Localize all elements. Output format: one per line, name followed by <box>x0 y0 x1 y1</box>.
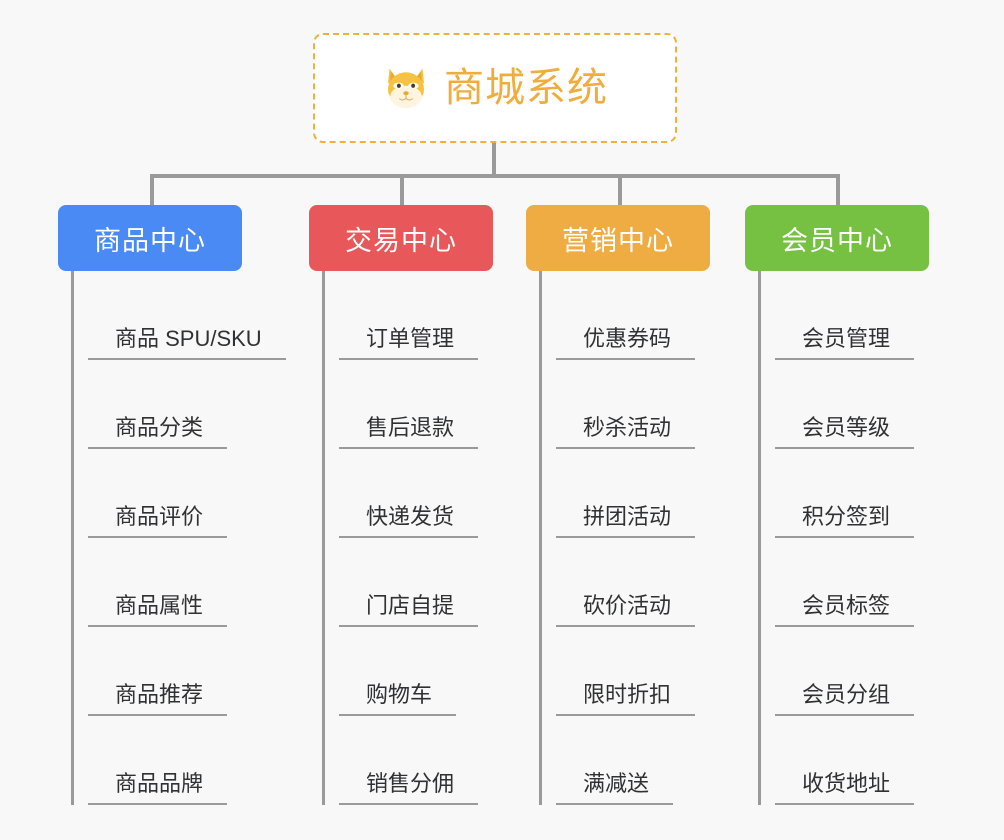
leaf-item[interactable]: 拼团活动 <box>556 449 736 538</box>
leaf-list-2: 订单管理 售后退款 快递发货 门店自提 购物车 销售分佣 <box>322 271 519 805</box>
shiba-dog-face-icon <box>388 68 424 109</box>
connector-drop-3 <box>618 174 622 208</box>
leaf-list-1: 商品 SPU/SKU 商品分类 商品评价 商品属性 商品推荐 商品品牌 <box>71 271 288 805</box>
connector-horizontal-bus <box>150 174 840 178</box>
leaf-item[interactable]: 购物车 <box>339 627 519 716</box>
leaf-label: 商品分类 <box>88 415 228 449</box>
leaf-label: 拼团活动 <box>556 504 696 538</box>
leaf-item[interactable]: 会员等级 <box>775 360 955 449</box>
leaf-item[interactable]: 商品 SPU/SKU <box>88 271 288 360</box>
leaf-label: 收货地址 <box>775 771 915 805</box>
leaf-item[interactable]: 会员管理 <box>775 271 955 360</box>
leaf-label: 会员等级 <box>775 415 915 449</box>
connector-drop-1 <box>150 174 154 208</box>
branch-header-2[interactable]: 交易中心 <box>309 205 493 271</box>
leaf-item[interactable]: 售后退款 <box>339 360 519 449</box>
leaf-item[interactable]: 收货地址 <box>775 716 955 805</box>
root-node[interactable]: 商城系统 <box>313 33 677 143</box>
leaf-label: 积分签到 <box>775 504 915 538</box>
leaf-label: 商品推荐 <box>88 682 228 716</box>
leaf-item[interactable]: 秒杀活动 <box>556 360 736 449</box>
leaf-item[interactable]: 满减送 <box>556 716 736 805</box>
leaf-item[interactable]: 销售分佣 <box>339 716 519 805</box>
branch-column-4: 会员中心 会员管理 会员等级 积分签到 会员标签 会员分组 收货地址 <box>745 205 955 805</box>
leaf-label: 秒杀活动 <box>556 415 696 449</box>
leaf-label: 销售分佣 <box>339 771 479 805</box>
branch-header-1[interactable]: 商品中心 <box>58 205 242 271</box>
branch-column-3: 营销中心 优惠券码 秒杀活动 拼团活动 砍价活动 限时折扣 满减送 <box>526 205 736 805</box>
leaf-item[interactable]: 积分签到 <box>775 449 955 538</box>
leaf-item[interactable]: 商品推荐 <box>88 627 288 716</box>
root-title: 商城系统 <box>444 66 608 110</box>
leaf-label: 商品 SPU/SKU <box>88 326 286 360</box>
leaf-item[interactable]: 商品属性 <box>88 538 288 627</box>
branch-column-1: 商品中心 商品 SPU/SKU 商品分类 商品评价 商品属性 商品推荐 商品品牌 <box>58 205 288 805</box>
leaf-item[interactable]: 门店自提 <box>339 538 519 627</box>
connector-root-stem <box>492 143 496 177</box>
branch-column-2: 交易中心 订单管理 售后退款 快递发货 门店自提 购物车 销售分佣 <box>309 205 519 805</box>
branch-header-4[interactable]: 会员中心 <box>745 205 929 271</box>
leaf-item[interactable]: 砍价活动 <box>556 538 736 627</box>
leaf-item[interactable]: 优惠券码 <box>556 271 736 360</box>
branch-header-label: 商品中心 <box>94 225 206 256</box>
connector-drop-2 <box>400 174 404 208</box>
leaf-item[interactable]: 商品分类 <box>88 360 288 449</box>
leaf-label: 售后退款 <box>339 415 479 449</box>
leaf-label: 商品属性 <box>88 593 228 627</box>
leaf-item[interactable]: 商品品牌 <box>88 716 288 805</box>
leaf-label: 会员管理 <box>775 326 915 360</box>
leaf-label: 会员标签 <box>775 593 915 627</box>
leaf-item[interactable]: 限时折扣 <box>556 627 736 716</box>
leaf-item[interactable]: 订单管理 <box>339 271 519 360</box>
leaf-list-3: 优惠券码 秒杀活动 拼团活动 砍价活动 限时折扣 满减送 <box>539 271 736 805</box>
leaf-label: 订单管理 <box>339 326 479 360</box>
connector-drop-4 <box>836 174 840 208</box>
branch-header-label: 交易中心 <box>345 225 457 256</box>
leaf-label: 会员分组 <box>775 682 915 716</box>
leaf-label: 快递发货 <box>339 504 479 538</box>
leaf-label: 商品评价 <box>88 504 228 538</box>
branch-header-3[interactable]: 营销中心 <box>526 205 710 271</box>
leaf-label: 购物车 <box>339 682 457 716</box>
leaf-label: 门店自提 <box>339 593 479 627</box>
leaf-item[interactable]: 商品评价 <box>88 449 288 538</box>
leaf-list-4: 会员管理 会员等级 积分签到 会员标签 会员分组 收货地址 <box>758 271 955 805</box>
branch-header-label: 营销中心 <box>562 225 674 256</box>
branch-header-label: 会员中心 <box>781 225 893 256</box>
leaf-item[interactable]: 会员标签 <box>775 538 955 627</box>
leaf-label: 满减送 <box>556 771 674 805</box>
leaf-item[interactable]: 快递发货 <box>339 449 519 538</box>
leaf-label: 优惠券码 <box>556 326 696 360</box>
leaf-label: 砍价活动 <box>556 593 696 627</box>
leaf-item[interactable]: 会员分组 <box>775 627 955 716</box>
leaf-label: 限时折扣 <box>556 682 696 716</box>
leaf-label: 商品品牌 <box>88 771 228 805</box>
